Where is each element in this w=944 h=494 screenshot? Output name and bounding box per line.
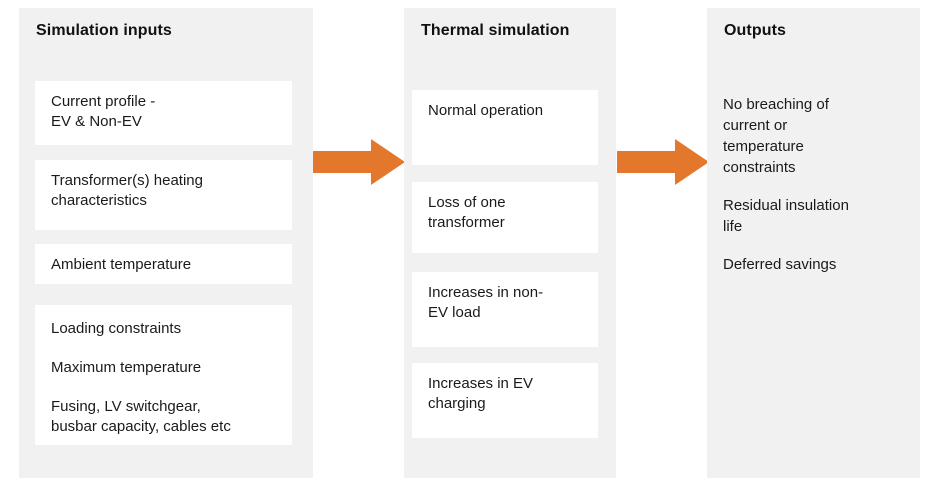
card-ambient-temperature-text: Ambient temperature <box>51 256 192 273</box>
arrow-simulation-to-outputs-icon <box>617 139 709 185</box>
card-constraints-lines: Loading constraints Maximum temperature … <box>51 319 284 437</box>
card-normal-operation-text: Normal operation <box>428 102 544 119</box>
card-current-profile-text: Current profile - EV & Non-EV <box>51 93 156 130</box>
card-transformer-heating: Transformer(s) heating characteristics <box>35 160 292 230</box>
card-ambient-temperature: Ambient temperature <box>35 244 292 284</box>
card-constraints-line-loading: Loading constraints <box>51 320 182 337</box>
outputs-list: No breaching of current or temperature c… <box>723 94 903 275</box>
output-item-residual-insulation-life: Residual insulation life <box>723 197 849 235</box>
card-increases-in-non-ev-load-text: Increases in non- EV load <box>428 284 544 321</box>
card-increases-in-ev-charging-text: Increases in EV charging <box>428 375 534 412</box>
card-constraints-line-max-temperature: Maximum temperature <box>51 359 202 376</box>
output-item-deferred-savings: Deferred savings <box>723 256 837 273</box>
panel-title-simulation-inputs: Simulation inputs <box>36 22 172 39</box>
panel-simulation-inputs: Simulation inputs Current profile - EV &… <box>19 8 313 478</box>
card-increases-in-non-ev-load: Increases in non- EV load <box>412 272 598 347</box>
card-loss-of-one-transformer-text: Loss of one transformer <box>428 194 506 231</box>
card-increases-in-ev-charging: Increases in EV charging <box>412 363 598 438</box>
panel-thermal-simulation: Thermal simulation Normal operation Loss… <box>404 8 616 478</box>
panel-outputs: Outputs No breaching of current or tempe… <box>707 8 920 478</box>
card-loss-of-one-transformer: Loss of one transformer <box>412 182 598 253</box>
panel-title-thermal-simulation: Thermal simulation <box>421 22 570 39</box>
card-constraints-line-fusing: Fusing, LV switchgear, busbar capacity, … <box>51 398 231 435</box>
card-transformer-heating-text: Transformer(s) heating characteristics <box>51 172 203 209</box>
output-item-no-breaching: No breaching of current or temperature c… <box>723 96 829 176</box>
arrow-inputs-to-simulation-icon <box>313 139 405 185</box>
card-current-profile: Current profile - EV & Non-EV <box>35 81 292 145</box>
panel-title-outputs: Outputs <box>724 22 787 39</box>
card-normal-operation: Normal operation <box>412 90 598 165</box>
card-constraints: Loading constraints Maximum temperature … <box>35 305 292 445</box>
